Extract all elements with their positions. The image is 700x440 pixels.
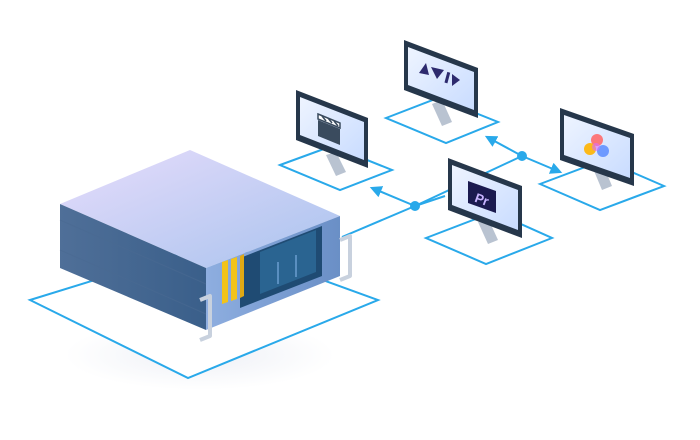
server-handle-right — [339, 234, 352, 282]
link-hub-clapper — [369, 186, 416, 207]
storage-server — [59, 150, 352, 342]
monitor-screen — [408, 47, 474, 110]
link-server-hub — [341, 205, 416, 238]
workstation-premiere: Pr — [423, 158, 555, 266]
workstation-clapper — [277, 90, 395, 192]
clapperboard-icon — [317, 112, 341, 145]
premiere-pro-label: Pr — [473, 190, 491, 209]
premiere-pro-icon: Pr — [468, 181, 496, 213]
workstation-avid — [383, 40, 501, 145]
avid-logo-icon — [419, 63, 460, 86]
link-resolve-hub-avid — [484, 135, 523, 157]
monitor-stand — [478, 218, 498, 244]
server-handle-left — [199, 294, 212, 342]
link-resolve-hub-resolve — [521, 155, 563, 174]
network-lines — [341, 135, 563, 238]
monitor-stand — [326, 152, 346, 176]
monitor-stand — [432, 100, 452, 126]
workstation-resolve — [537, 108, 667, 212]
network-hub-node — [410, 201, 420, 211]
server-top — [60, 150, 340, 268]
davinci-resolve-icon — [584, 134, 609, 157]
network-hub-node-2 — [517, 151, 527, 161]
drive-activity-indicators — [222, 254, 244, 304]
